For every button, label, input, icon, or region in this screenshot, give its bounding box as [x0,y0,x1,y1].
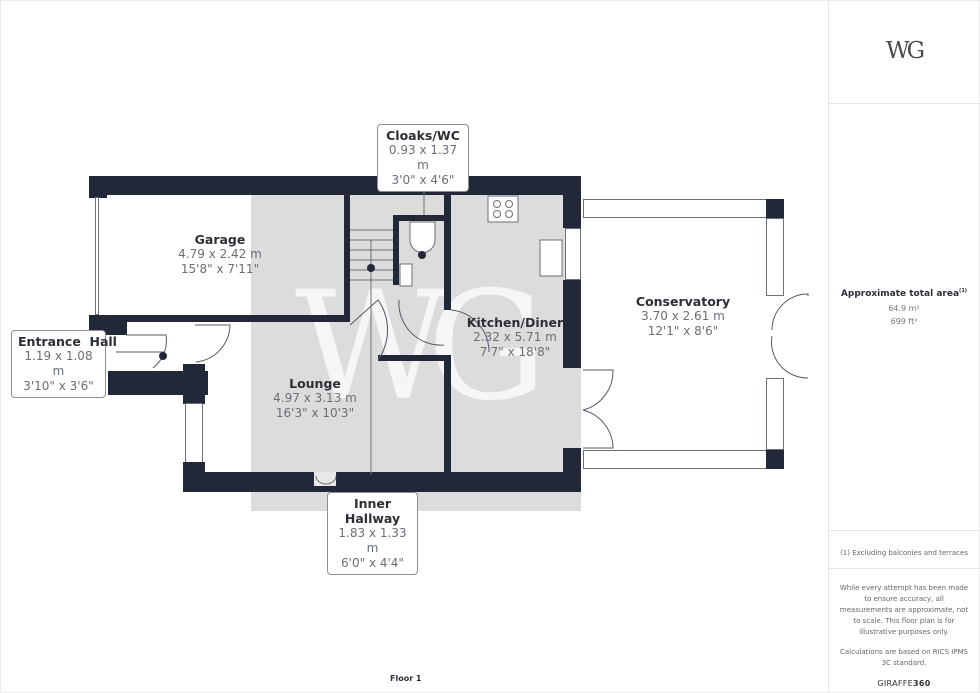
room-metric: 1.83 x 1.33 m [338,526,407,555]
conservatory-right-window-bottom [766,378,784,450]
logo-section: WG [829,0,979,104]
wall-kitchen-right-low [563,448,581,492]
room-name: Kitchen/Diner [466,315,564,330]
giraffe360-brand: GIRAFFE360 [877,679,931,688]
wall-lounge-left [183,364,205,404]
floor-label: Floor 1 [390,674,422,683]
room-kitchen-diner: Kitchen/Diner 2.32 x 5.71 m 7'7" x 18'8" [465,315,565,360]
room-imperial: 15'8" x 7'11" [180,262,260,276]
disclaimer-section: While every attempt has been made to ens… [829,569,979,691]
wall-kitchen-right [563,176,581,228]
stairs-icon [350,190,425,475]
wall-kitchen-left [444,190,451,310]
room-metric: 2.32 x 5.71 m [473,330,557,344]
room-imperial: 3'10" x 3'6" [23,379,94,393]
wall-wc-top [393,215,444,221]
area-ft2: 699 ft² [890,317,918,326]
room-cloaks-wc: Cloaks/WC 0.93 x 1.37 m 3'0" x 4'6" [377,124,469,192]
kitchen-window [565,228,581,280]
wall-bottom [183,472,581,492]
room-inner-hallway: Inner Hallway 1.83 x 1.33 m 6'0" x 4'4" [327,492,418,575]
room-metric: 4.97 x 3.13 m [273,391,357,405]
room-name: Cloaks/WC [386,128,460,143]
room-imperial: 16'3" x 10'3" [275,406,355,420]
wall-stairs [344,190,350,322]
wall-garage-left-top [89,176,107,198]
watermark-logo: WG [295,260,547,434]
calc-note: Calculations are based on RICS IPMS 3C s… [839,648,969,667]
area-section: Approximate total area(1) 64.9 m² 699 ft… [829,104,979,531]
footnote: (1) Excluding balconies and terraces [840,549,968,557]
room-name: Conservatory [635,294,731,309]
fixtures-drawing [116,190,809,485]
room-imperial: 12'1" x 8'6" [647,324,719,338]
info-sidebar: WG Approximate total area(1) 64.9 m² 699… [828,0,979,693]
room-imperial: 3'0" x 4'6" [391,173,455,187]
wall-hall-stub [378,355,448,361]
room-name: Entrance Hall [18,334,117,349]
room-metric: 0.93 x 1.37 m [388,143,458,172]
floor-plan: WG [11,124,809,683]
conservatory-corner-tr [766,199,784,218]
conservatory-corner-br [766,450,784,469]
room-name: Garage [194,232,246,247]
room-name: Inner Hallway [344,496,401,526]
room-metric: 1.19 x 1.08 m [24,349,93,378]
room-imperial: 7'7" x 18'8" [479,345,551,359]
wall-kitchen-left-lower [444,355,451,475]
wall-garage-bottom [89,315,349,322]
wall-kitchen-right-mid [563,280,581,368]
room-entrance-hall: Entrance Hall 1.19 x 1.08 m 3'10" x 3'6" [11,330,117,398]
footnote-section: (1) Excluding balconies and terraces [829,531,979,569]
wg-logo: WG [885,38,925,64]
room-garage: Garage 4.79 x 2.42 m 15'8" x 7'11" [160,232,280,277]
room-imperial: 6'0" x 4'4" [341,556,404,570]
wall-wc-left [393,215,399,285]
conservatory-right-window-top [766,218,784,296]
area-title: Approximate total area(1) [840,288,968,299]
room-metric: 3.70 x 2.61 m [641,309,725,323]
room-name: Lounge [289,376,341,391]
room-conservatory: Conservatory 3.70 x 2.61 m 12'1" x 8'6" [623,294,743,339]
garage-door [95,197,99,315]
disclaimer: While every attempt has been made to ens… [839,584,969,636]
room-lounge: Lounge 4.97 x 3.13 m 16'3" x 10'3" [255,376,375,421]
area-m2: 64.9 m² [888,304,920,313]
room-metric: 4.79 x 2.42 m [178,247,262,261]
